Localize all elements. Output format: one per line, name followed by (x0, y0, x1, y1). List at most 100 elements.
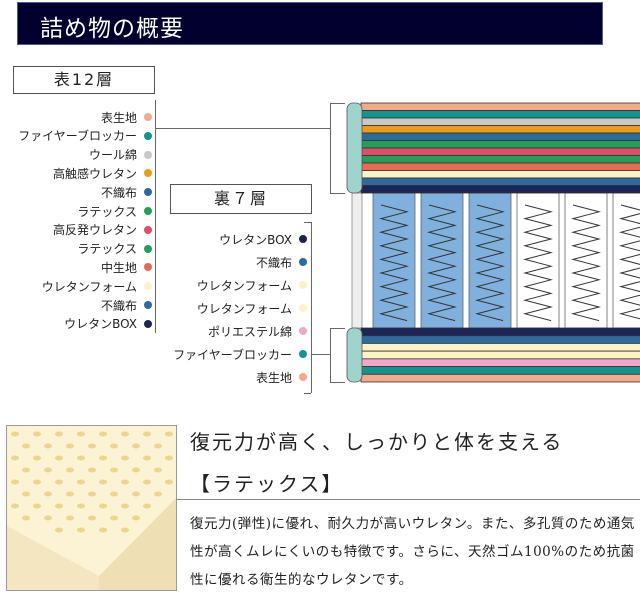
latex-hole (132, 515, 140, 521)
legend-item: 中生地 (101, 258, 152, 276)
top-layer-band (360, 110, 640, 119)
legend-label: 中生地 (100, 260, 137, 275)
bottom-layer-band (360, 373, 640, 383)
legend-label: 高触感ウレタン (52, 166, 137, 181)
feature-name: 【ラテックス】 (190, 472, 344, 496)
bottom-layer-band (360, 343, 640, 352)
color-dot-icon (299, 258, 307, 266)
legend-label: 不織布 (100, 298, 137, 313)
bottom-edge-cap (346, 327, 363, 383)
latex-hole (110, 515, 118, 521)
latex-hole (143, 479, 151, 485)
latex-hole (55, 479, 63, 485)
color-dot-icon (144, 169, 152, 178)
connector-line (156, 128, 330, 129)
top-layer-band (360, 117, 640, 126)
legend-item: ラテックス (77, 202, 152, 220)
latex-hole (11, 503, 19, 509)
legend-item: ウレタンフォーム (197, 276, 307, 294)
color-dot-icon (299, 235, 307, 243)
top-layer-band (360, 177, 640, 186)
top-layer-band (360, 132, 640, 141)
latex-hole (154, 467, 162, 473)
latex-hole (55, 431, 63, 437)
legend-label: 表生地 (100, 110, 137, 125)
feature-description: 復元力(弾性)に優れ、耐久力が高いウレタン。また、多孔質のため通気性が高くムレに… (190, 516, 635, 588)
latex-hole (132, 491, 140, 497)
latex-hole (143, 431, 151, 437)
latex-hole (77, 431, 85, 437)
bottom-layer-band (360, 366, 640, 375)
latex-hole (121, 527, 129, 533)
spring-coil-icon (619, 204, 640, 320)
color-dot-icon (144, 282, 152, 291)
latex-hole (143, 455, 151, 461)
spring-pocket (372, 192, 416, 329)
bottom-layer-band (360, 358, 640, 367)
side-panel (351, 192, 363, 329)
top-layer-band (360, 147, 640, 156)
bracket (330, 103, 331, 193)
top-layer-band (360, 125, 640, 134)
legend-label: ウール綿 (88, 148, 137, 163)
color-dot-icon (144, 301, 152, 309)
latex-hole (121, 503, 129, 509)
latex-hole (55, 527, 63, 533)
latex-hole (154, 443, 162, 449)
latex-hole (154, 491, 162, 497)
latex-hole (33, 503, 41, 509)
color-dot-icon (299, 373, 307, 381)
color-dot-icon (299, 304, 307, 312)
latex-hole (99, 431, 107, 437)
bracket (304, 222, 311, 223)
latex-hole (66, 443, 74, 449)
top-layer-band (360, 162, 640, 171)
latex-hole (44, 467, 52, 473)
latex-hole (22, 515, 30, 521)
color-dot-icon (299, 281, 307, 289)
latex-hole (132, 443, 140, 449)
latex-hole (121, 455, 129, 461)
latex-hole (22, 491, 30, 497)
latex-hole (165, 455, 173, 461)
section-title: 詰め物の概要 (40, 16, 184, 42)
bracket (330, 103, 345, 104)
legend-item: ウレタンフォーム (197, 299, 307, 317)
legend-item: 不織布 (101, 296, 152, 314)
latex-hole (33, 431, 41, 437)
legend-label: ウレタンBOX (64, 317, 137, 332)
top-edge-cap (346, 102, 363, 194)
mattress-cross-section (346, 102, 640, 383)
bottom-layer-band (360, 335, 640, 344)
legend-item: ウール綿 (89, 146, 152, 164)
latex-hole (110, 467, 118, 473)
top-layer-band (360, 140, 640, 149)
legend-label: ファイヤーブロッカー (18, 129, 137, 144)
connector-line (311, 354, 330, 355)
top-layers-label: 表12層 (13, 66, 155, 94)
latex-hole (11, 455, 19, 461)
latex-hole (44, 443, 52, 449)
bracket (304, 393, 311, 394)
legend-item: 表生地 (101, 108, 152, 126)
top-layer-band (360, 155, 640, 164)
spring-pocket (468, 192, 512, 329)
color-dot-icon (144, 188, 152, 197)
latex-hole (121, 431, 129, 437)
latex-hole (77, 455, 85, 461)
latex-hole (22, 443, 30, 449)
spring-coil-icon (427, 204, 457, 322)
legend-label: ウレタンフォーム (196, 301, 292, 316)
latex-hole (143, 503, 151, 509)
legend-item: ウレタンBOX (219, 230, 307, 248)
bottom-layer-band (360, 327, 640, 337)
legend-item: 不織布 (101, 183, 152, 201)
latex-hole (77, 479, 85, 485)
spring-coil-icon (523, 204, 553, 322)
legend-label: ラテックス (77, 242, 137, 257)
legend-item: 表生地 (256, 368, 307, 386)
color-dot-icon (144, 131, 152, 140)
legend-label: ウレタンフォーム (196, 278, 292, 293)
color-dot-icon (144, 225, 152, 234)
legend-label: ラテックス (77, 204, 137, 219)
